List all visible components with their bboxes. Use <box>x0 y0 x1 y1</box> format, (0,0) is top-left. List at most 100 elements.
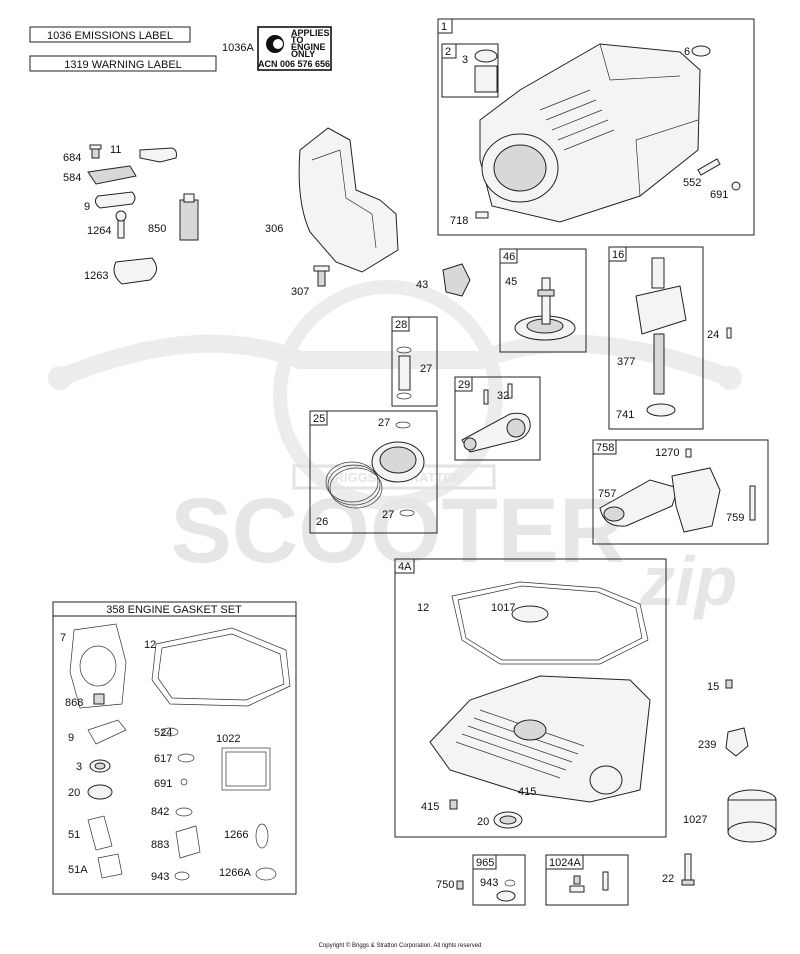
gasket-callout-7: 7 <box>60 632 66 644</box>
callout-750: 750 <box>436 879 454 891</box>
group-25-tag <box>309 410 328 426</box>
breather-assembly <box>87 144 199 285</box>
callout-1017: 1017 <box>491 602 515 614</box>
emissions-label-box <box>29 26 191 43</box>
callout-239: 239 <box>698 739 716 751</box>
gasket-callout-842: 842 <box>151 806 169 818</box>
callout-718: 718 <box>450 215 468 227</box>
gasket-callout-691: 691 <box>154 778 172 790</box>
callout-415-right: 415 <box>518 786 536 798</box>
group-25-label: 25 <box>313 413 325 425</box>
group-16-label: 16 <box>612 249 624 261</box>
group-1024a-label: 1024A <box>549 857 581 869</box>
sensor-43 <box>442 263 471 297</box>
group-965-label: 965 <box>476 857 494 869</box>
callout-26: 26 <box>316 516 328 528</box>
svg-text:ACN 006 576 656: ACN 006 576 656 <box>258 59 330 69</box>
group-25-box <box>309 410 438 534</box>
callout-22: 22 <box>662 873 674 885</box>
group-4a-label: 4A <box>398 561 412 573</box>
callout-757: 757 <box>598 488 616 500</box>
callout-12-sump: 12 <box>417 602 429 614</box>
callout-1036a: 1036A <box>222 42 254 54</box>
group-28-label: 28 <box>395 319 407 331</box>
svg-text:APPLIES: APPLIES <box>291 28 330 38</box>
group-16-tag <box>608 246 627 262</box>
group-1024a-tag <box>545 854 584 870</box>
gasket-callout-868: 868 <box>65 697 83 709</box>
watermark-sub: zip <box>639 542 737 620</box>
gasket-callout-943: 943 <box>151 871 169 883</box>
warning-label-text: 1319 WARNING LABEL <box>64 59 182 71</box>
sump-housing <box>429 675 651 803</box>
gasket-callout-883: 883 <box>151 839 169 851</box>
callout-741: 741 <box>616 409 634 421</box>
callout-850: 850 <box>148 223 166 235</box>
engine-sticker: APPLIES TO ENGINE ONLY ACN 006 576 656 <box>257 26 332 71</box>
air-shroud <box>298 127 399 273</box>
group-1024a-box <box>545 854 629 906</box>
gasket-set-title-box <box>52 601 297 617</box>
warning-label-box <box>29 55 217 72</box>
gasket-callout-9: 9 <box>68 732 74 744</box>
group-758-tag <box>592 439 617 455</box>
callout-684: 684 <box>63 152 81 164</box>
group-29-tag <box>454 376 473 392</box>
group-46-tag <box>499 248 518 264</box>
group-965-tag <box>472 854 497 870</box>
callout-1263: 1263 <box>84 270 108 282</box>
group-28-box <box>391 316 438 407</box>
group-29-label: 29 <box>458 379 470 391</box>
group-4a-tag <box>394 558 415 574</box>
callout-24: 24 <box>707 329 719 341</box>
watermark: BRIGGS & STRATTON SCOOTER zip <box>48 280 742 620</box>
callout-27-pin: 27 <box>420 363 432 375</box>
gasket-set-title: 358 ENGINE GASKET SET <box>106 604 242 616</box>
callout-759: 759 <box>726 512 744 524</box>
gasket-callout-12: 12 <box>144 639 156 651</box>
callout-943-kit: 943 <box>480 877 498 889</box>
group-1-label: 1 <box>441 21 447 33</box>
oil-filter <box>727 789 777 843</box>
callout-27-top: 27 <box>378 417 390 429</box>
group-29-box <box>454 376 541 461</box>
callout-43: 43 <box>416 279 428 291</box>
callout-20-sump: 20 <box>477 816 489 828</box>
group-4a-box <box>394 558 667 838</box>
callout-9-top: 9 <box>84 201 90 213</box>
callout-6: 6 <box>684 46 690 58</box>
gasket-callout-3: 3 <box>76 761 82 773</box>
gasket-callout-617: 617 <box>154 753 172 765</box>
group-16-box <box>608 246 704 430</box>
gasket-callout-20: 20 <box>68 787 80 799</box>
gasket-callout-524: 524 <box>154 727 172 739</box>
callout-15: 15 <box>707 681 719 693</box>
group-2-tag <box>441 43 457 59</box>
group-1-tag <box>437 18 453 34</box>
callout-3: 3 <box>462 54 468 66</box>
gasket-callout-1266a: 1266A <box>219 867 251 879</box>
group-46-box <box>499 248 587 353</box>
group-2-box <box>441 43 499 98</box>
callout-584: 584 <box>63 172 81 184</box>
emissions-label-text: 1036 EMISSIONS LABEL <box>47 30 173 42</box>
svg-text:TO: TO <box>291 35 303 45</box>
cylinder-block <box>479 43 701 223</box>
callout-415-left: 415 <box>421 801 439 813</box>
svg-text:ENGINE: ENGINE <box>291 42 326 52</box>
group-758-box <box>592 439 769 545</box>
gasket-callout-1022: 1022 <box>216 733 240 745</box>
callout-1270: 1270 <box>655 447 679 459</box>
group-46-label: 46 <box>503 251 515 263</box>
callout-27-bottom: 27 <box>382 509 394 521</box>
callout-1264: 1264 <box>87 225 111 237</box>
callout-552: 552 <box>683 177 701 189</box>
group-28-tag <box>391 316 410 332</box>
callout-306: 306 <box>265 223 283 235</box>
gasket-callout-51a: 51A <box>68 864 88 876</box>
gasket-callout-1266: 1266 <box>224 829 248 841</box>
group-758-label: 758 <box>596 442 614 454</box>
callout-11: 11 <box>110 144 121 156</box>
group-1-box <box>437 18 755 236</box>
